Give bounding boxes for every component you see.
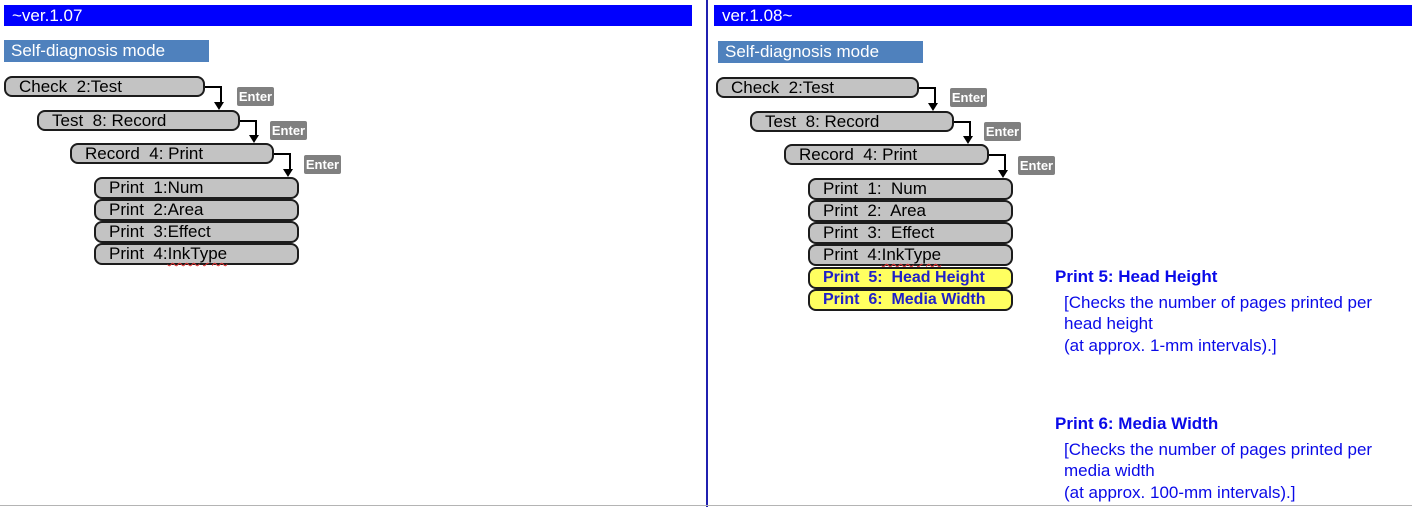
annotation-line: head height bbox=[1064, 314, 1153, 333]
enter-key-label: Enter bbox=[271, 123, 306, 138]
menu-box-label: Print 2:Area bbox=[109, 200, 204, 219]
annotation-title: Print 5: Head Height bbox=[1055, 267, 1218, 286]
menu-box-label: Test 8: Record bbox=[765, 111, 880, 131]
enter-key-label: Enter bbox=[985, 124, 1020, 139]
menu-box-print-2: Print 2:Area bbox=[94, 199, 299, 221]
menu-box-label: Test 8: Record bbox=[52, 110, 167, 130]
annotation-print-6: Print 6: Media Width [Checks the number … bbox=[1055, 413, 1411, 503]
enter-key-badge: Enter bbox=[270, 121, 307, 140]
menu-box-label: Print 1:Num bbox=[109, 178, 204, 197]
enter-key-badge: Enter bbox=[237, 87, 274, 106]
annotation-line: [Checks the number of pages printed per bbox=[1064, 292, 1373, 312]
menu-box-print-3: Print 3:Effect bbox=[94, 221, 299, 243]
menu-box-print-1: Print 1:Num bbox=[94, 177, 299, 199]
menu-box-label: Print 3: Effect bbox=[823, 223, 935, 242]
menu-box-label: Print 5: Head Height bbox=[823, 269, 985, 286]
annotation-line: [Checks the number of pages printed per bbox=[1064, 439, 1373, 459]
menu-box-label: Print 3:Effect bbox=[109, 222, 211, 241]
annotation-line: (at approx. 1-mm intervals).] bbox=[1064, 335, 1277, 355]
menu-box-label: Print 6: Media Width bbox=[823, 291, 986, 308]
enter-key-label: Enter bbox=[238, 89, 273, 104]
menu-box-record: Record 4: Print bbox=[784, 144, 989, 165]
flow-arrow-down-icon bbox=[240, 120, 259, 143]
annotation-line: (at approx. 100-mm intervals).] bbox=[1064, 482, 1296, 502]
annotation-line: media width bbox=[1064, 461, 1155, 480]
menu-box-label: Print 4: bbox=[109, 244, 168, 263]
menu-box-check: Check 2:Test bbox=[716, 77, 919, 98]
menu-box-test: Test 8: Record bbox=[750, 111, 954, 132]
menu-box-label: Check 2:Test bbox=[19, 76, 122, 96]
flow-arrow-down-icon bbox=[954, 121, 973, 144]
menu-box-label: Print 4: bbox=[823, 245, 882, 264]
menu-box-print-4: Print 4:InkType bbox=[94, 243, 299, 265]
menu-box-label: Print 1: Num bbox=[823, 179, 927, 198]
enter-key-badge: Enter bbox=[984, 122, 1021, 141]
menu-box-label: Check 2:Test bbox=[731, 77, 834, 97]
menu-box-print-2: Print 2: Area bbox=[808, 200, 1013, 222]
bottom-border-line bbox=[0, 505, 1412, 506]
version-header-bar: ver.1.08~ bbox=[714, 5, 1412, 26]
enter-key-badge: Enter bbox=[304, 155, 341, 174]
menu-box-label: Print 2: Area bbox=[823, 201, 926, 220]
mode-label: Self-diagnosis mode bbox=[725, 42, 880, 61]
enter-key-badge: Enter bbox=[950, 88, 987, 107]
flow-arrow-down-icon bbox=[205, 86, 224, 110]
menu-box-label: Record 4: Print bbox=[85, 143, 204, 163]
menu-box-test: Test 8: Record bbox=[37, 110, 240, 131]
menu-box-print-6-highlighted: Print 6: Media Width bbox=[808, 289, 1013, 311]
menu-box-record: Record 4: Print bbox=[70, 143, 274, 164]
menu-box-print-1: Print 1: Num bbox=[808, 178, 1013, 200]
mode-header-bar: Self-diagnosis mode bbox=[4, 40, 209, 62]
enter-key-label: Enter bbox=[305, 157, 340, 172]
annotation-print-5: Print 5: Head Height [Checks the number … bbox=[1055, 266, 1411, 356]
version-header-bar: ~ver.1.07 bbox=[4, 5, 692, 26]
menu-box-check: Check 2:Test bbox=[4, 76, 205, 97]
flow-arrow-down-icon bbox=[274, 153, 293, 177]
version-label: ver.1.08~ bbox=[722, 5, 793, 25]
misspelled-word: InkType bbox=[881, 245, 942, 264]
enter-key-label: Enter bbox=[1019, 158, 1054, 173]
enter-key-badge: Enter bbox=[1018, 156, 1055, 175]
menu-box-label: Record 4: Print bbox=[799, 144, 918, 164]
misspelled-word: InkType bbox=[167, 244, 228, 263]
menu-box-print-3: Print 3: Effect bbox=[808, 222, 1013, 244]
menu-box-print-4: Print 4:InkType bbox=[808, 244, 1013, 266]
menu-box-print-5-highlighted: Print 5: Head Height bbox=[808, 267, 1013, 289]
mode-label: Self-diagnosis mode bbox=[11, 41, 166, 60]
flow-arrow-down-icon bbox=[919, 87, 938, 111]
flow-arrow-down-icon bbox=[989, 154, 1008, 178]
enter-key-label: Enter bbox=[951, 90, 986, 105]
annotation-title: Print 6: Media Width bbox=[1055, 414, 1219, 433]
version-divider-line bbox=[706, 0, 708, 507]
mode-header-bar: Self-diagnosis mode bbox=[718, 41, 923, 63]
version-label: ~ver.1.07 bbox=[12, 5, 83, 25]
